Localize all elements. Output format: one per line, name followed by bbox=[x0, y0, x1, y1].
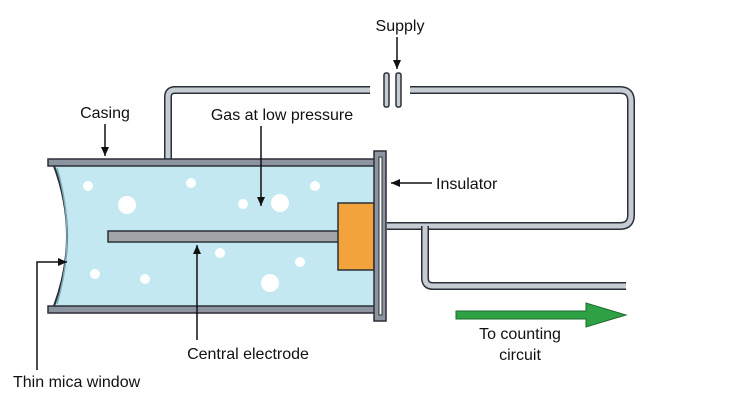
counting-wire bbox=[421, 226, 626, 290]
supply-plate-right bbox=[395, 72, 402, 108]
to-counting-arrow bbox=[455, 302, 628, 328]
casing-label: Casing bbox=[80, 105, 130, 122]
gas-label: Gas at low pressure bbox=[211, 107, 353, 124]
gas-bubbles bbox=[83, 178, 320, 292]
casing-bottom bbox=[47, 305, 379, 314]
thin-mica-window-label: Thin mica window bbox=[13, 374, 141, 391]
supply-plate-left bbox=[383, 72, 390, 108]
insulator-label: Insulator bbox=[436, 176, 498, 193]
central-electrode-label: Central electrode bbox=[187, 346, 309, 363]
to-counting-label-line2: circuit bbox=[499, 347, 541, 364]
supply-label: Supply bbox=[376, 18, 425, 35]
insulator-block bbox=[337, 202, 375, 271]
casing-top bbox=[47, 158, 379, 167]
mica-window-pointer bbox=[36, 258, 67, 370]
central-electrode-rod bbox=[107, 230, 344, 243]
to-counting-label-line1: To counting bbox=[479, 326, 561, 343]
